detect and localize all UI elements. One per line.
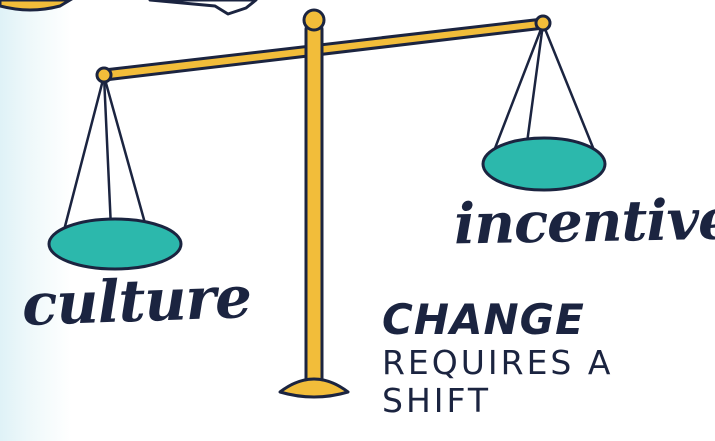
headline-line-2: SHIFT: [382, 381, 492, 420]
scale-beam: [95, 14, 552, 84]
headline: CHANGE REQUIRES A SHIFT: [382, 296, 613, 420]
label-incentive: incentive: [453, 186, 715, 258]
label-culture: culture: [20, 263, 253, 339]
scale-pole: [302, 8, 326, 392]
right-pan: [481, 136, 607, 192]
headline-main: CHANGE: [382, 295, 585, 344]
arrow-icon: [0, 0, 258, 16]
scale-base: [278, 377, 350, 399]
headline-line-1: REQUIRES A: [382, 343, 614, 382]
left-pan: [47, 217, 183, 271]
